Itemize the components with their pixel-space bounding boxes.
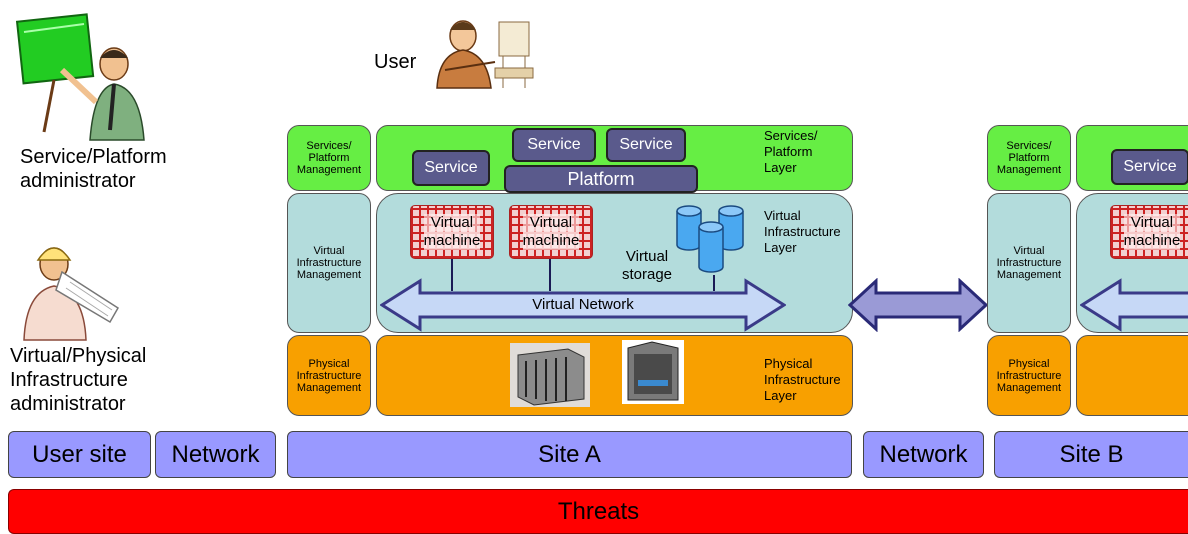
user-site-box: User site bbox=[8, 431, 151, 478]
site-b-physical-layer bbox=[1076, 335, 1188, 416]
site-b-services-mgmt: Services/ Platform Management bbox=[987, 125, 1071, 191]
physical-layer-label: Physical Infrastructure Layer bbox=[764, 356, 841, 403]
site-b-network-arrow bbox=[1080, 278, 1188, 332]
virtual-layer-label: Virtual Infrastructure Layer bbox=[764, 208, 841, 255]
virtual-storage-label: Virtual storage bbox=[621, 248, 673, 283]
user-icon bbox=[436, 20, 534, 89]
virtual-network-label: Virtual Network bbox=[532, 296, 634, 313]
threats-bar: Threats bbox=[8, 489, 1188, 534]
site-a-physical-layer bbox=[376, 335, 853, 416]
service-admin-label: Service/Platform administrator bbox=[20, 146, 167, 192]
services-layer-label: Services/ Platform Layer bbox=[764, 128, 818, 175]
server-rack-icon bbox=[510, 343, 590, 407]
site-b-box: Site B bbox=[994, 431, 1188, 478]
site-a-virtual-mgmt: Virtual Infrastructure Management bbox=[287, 193, 371, 333]
service-box: Service bbox=[412, 150, 490, 186]
infra-admin-label: Virtual/Physical Infrastructure administ… bbox=[10, 345, 147, 415]
virtual-storage-icon bbox=[676, 205, 744, 273]
network-box: Network bbox=[863, 431, 984, 478]
site-a-services-mgmt: Services/ Platform Management bbox=[287, 125, 371, 191]
service-box: Service bbox=[512, 128, 596, 162]
virtual-network-arrow bbox=[380, 278, 786, 332]
site-b-physical-mgmt: Physical Infrastructure Management bbox=[987, 335, 1071, 416]
service-admin-icon bbox=[15, 13, 145, 141]
server-icon bbox=[622, 340, 684, 404]
site-a-box: Site A bbox=[287, 431, 852, 478]
service-box: Service bbox=[606, 128, 686, 162]
network-box: Network bbox=[155, 431, 276, 478]
site-a-physical-mgmt: Physical Infrastructure Management bbox=[287, 335, 371, 416]
platform-box: Platform bbox=[504, 165, 698, 193]
inter-site-link-arrow bbox=[848, 278, 988, 332]
infra-admin-icon bbox=[23, 247, 120, 341]
user-label: User bbox=[374, 51, 417, 73]
site-b-virtual-mgmt: Virtual Infrastructure Management bbox=[987, 193, 1071, 333]
service-box: Service bbox=[1111, 149, 1188, 185]
